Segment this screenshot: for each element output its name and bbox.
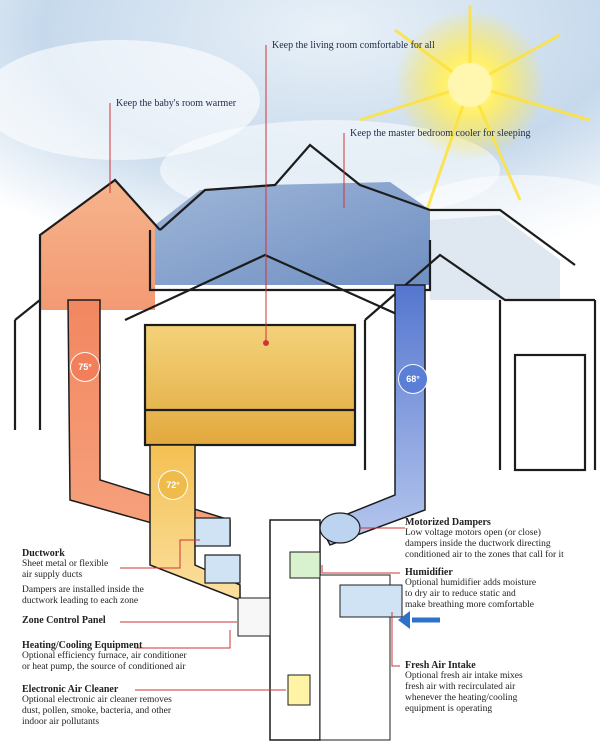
arrow-head-icon	[398, 611, 410, 629]
ductwork-desc-1: Sheet metal or flexible	[22, 559, 109, 569]
electronic-air-cleaner	[287, 674, 311, 706]
ductwork-title: Ductwork	[22, 548, 65, 559]
temp-badge-baby: 75°	[70, 352, 100, 382]
callout-zone-control-panel: Zone Control Panel	[22, 615, 106, 626]
air-cleaner-title: Electronic Air Cleaner	[22, 684, 119, 695]
humidifier-desc-3: make breathing more comfortable	[405, 600, 534, 610]
callout-air-cleaner: Electronic Air Cleaner Optional electron…	[22, 684, 172, 728]
intake-desc-1: Optional fresh air intake mixes	[405, 671, 523, 681]
heating-cooling-title: Heating/Cooling Equipment	[22, 640, 143, 651]
intake-desc-2: fresh air with recirculated air	[405, 682, 516, 692]
callout-baby-room: Keep the baby's room warmer	[116, 98, 237, 109]
fresh-air-intake	[339, 584, 403, 618]
guest-room	[430, 215, 560, 300]
intake-desc-3: whenever the heating/cooling	[405, 693, 518, 703]
heating-cooling-desc-2: or heat pump, the source of conditioned …	[22, 662, 186, 672]
callout-fresh-air-intake: Fresh Air Intake Optional fresh air inta…	[405, 660, 523, 715]
cloud	[0, 40, 260, 160]
ductwork-desc-3: Dampers are installed inside the	[22, 585, 144, 595]
temp-badge-living: 72°	[158, 470, 188, 500]
dampers-title: Motorized Dampers	[405, 517, 491, 528]
leader-lines	[109, 45, 405, 691]
air-cleaner-desc-3: indoor air pollutants	[22, 717, 100, 727]
callout-humidifier: Humidifier Optional humidifier adds mois…	[405, 567, 536, 611]
humidifier-desc-2: to dry air to reduce static and	[405, 589, 516, 599]
motorized-dampers	[194, 512, 361, 584]
callout-master-bedroom: Keep the master bedroom cooler for sleep…	[350, 128, 531, 139]
heating-cooling-desc-1: Optional efficiency furnace, air conditi…	[22, 651, 187, 661]
master-bedroom	[155, 182, 430, 285]
air-cleaner-desc-1: Optional electronic air cleaner removes	[22, 695, 172, 705]
temp-badge-master: 68°	[398, 364, 428, 394]
living-room	[145, 325, 355, 445]
house-outline	[13, 143, 597, 472]
humidifier	[289, 551, 321, 579]
callout-heating-cooling: Heating/Cooling Equipment Optional effic…	[22, 640, 187, 673]
callout-motorized-dampers: Motorized Dampers Low voltage motors ope…	[405, 517, 564, 561]
dampers-desc-2: dampers inside the ductwork directing	[405, 539, 551, 549]
ductwork-desc-2: air supply ducts	[22, 570, 83, 580]
intake-title: Fresh Air Intake	[405, 660, 476, 671]
air-cleaner-desc-2: dust, pollen, smoke, bacteria, and other	[22, 706, 172, 716]
ductwork-desc-4: ductwork leading to each zone	[22, 596, 139, 606]
callout-living-room: Keep the living room comfortable for all	[272, 40, 435, 51]
intake-desc-4: equipment is operating	[405, 704, 493, 714]
humidifier-title: Humidifier	[405, 567, 453, 578]
zone-control-panel	[237, 597, 271, 637]
sun-icon	[359, 5, 591, 231]
callout-ductwork: Ductwork Sheet metal or flexible air sup…	[22, 548, 144, 607]
humidifier-desc-1: Optional humidifier adds moisture	[405, 578, 537, 588]
zone-control-title: Zone Control Panel	[22, 615, 106, 626]
dampers-desc-3: conditioned air to the zones that call f…	[405, 550, 564, 560]
dampers-desc-1: Low voltage motors open (or close)	[405, 528, 541, 538]
baby-room	[40, 180, 155, 310]
